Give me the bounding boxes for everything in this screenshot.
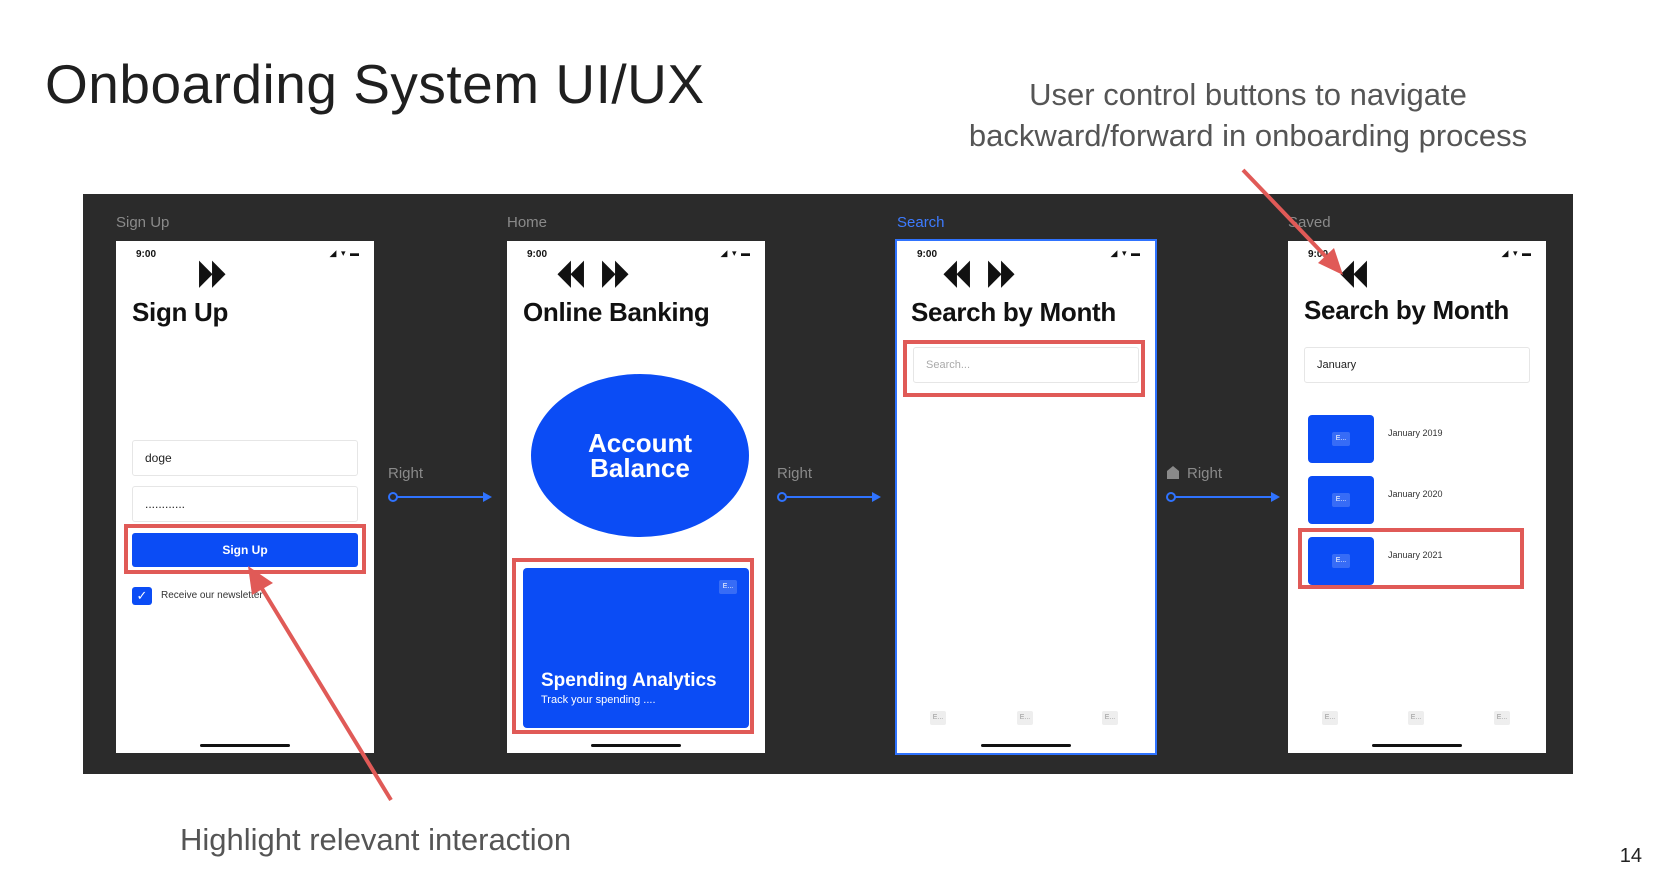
search-input[interactable]: Search...	[913, 347, 1139, 383]
tab-item[interactable]: E...	[1102, 711, 1118, 725]
result-thumbnail[interactable]: E...	[1308, 537, 1374, 585]
thumbnail-icon: E...	[1332, 554, 1350, 568]
card-icon: E...	[719, 580, 737, 594]
status-icons: ◢ ▾ ▬	[1110, 248, 1141, 258]
connector-line	[786, 496, 872, 498]
thumbnail-icon: E...	[1332, 432, 1350, 446]
card-title: Spending Analytics	[541, 670, 717, 691]
status-icons: ◢ ▾ ▬	[1501, 248, 1532, 258]
highlight-spending-card	[512, 558, 754, 734]
tab-item[interactable]: E...	[930, 711, 946, 725]
status-time: 9:00	[136, 249, 157, 260]
home-indicator	[1372, 744, 1462, 747]
screen-title: Search by Month	[1304, 295, 1509, 325]
account-balance-line2: Balance	[590, 452, 690, 483]
status-icons: ◢ ▾ ▬	[329, 248, 360, 258]
forward-icon[interactable]: ⏵⏵	[985, 256, 1015, 294]
card-subtitle: Track your spending ....	[541, 694, 656, 706]
screen-title: Online Banking	[523, 297, 710, 327]
month-field[interactable]: January	[1304, 347, 1530, 383]
connector-line	[1175, 496, 1271, 498]
forward-icon[interactable]: ⏵⏵	[196, 256, 226, 294]
highlight-result-row	[1298, 528, 1524, 589]
tab-item[interactable]: E...	[1408, 711, 1424, 725]
account-balance-card[interactable]: Account Balance	[531, 374, 749, 537]
result-thumbnail[interactable]: E...	[1308, 476, 1374, 524]
annotation-nav-buttons: User control buttons to navigate backwar…	[968, 77, 1528, 153]
tab-item[interactable]: E...	[1322, 711, 1338, 725]
frame-label-search[interactable]: Search	[897, 214, 945, 231]
status-time: 9:00	[917, 249, 938, 260]
page-number: 14	[1619, 845, 1642, 867]
back-icon[interactable]: ⏴⏴	[943, 256, 973, 294]
slide-title: Onboarding System UI/UX	[45, 53, 705, 115]
tab-item[interactable]: E...	[1494, 711, 1510, 725]
back-icon[interactable]: ⏴⏴	[557, 256, 587, 294]
account-balance-line1: Account	[588, 427, 692, 458]
home-icon	[1167, 466, 1179, 484]
spending-analytics-card[interactable]: E... Spending Analytics Track your spend…	[523, 568, 749, 728]
newsletter-checkbox[interactable]: ✓	[132, 587, 152, 605]
thumbnail-icon: E...	[1332, 493, 1350, 507]
home-indicator	[200, 744, 290, 747]
back-icon[interactable]: ⏴⏴	[1340, 256, 1370, 294]
phone-saved: 9:00 ◢ ▾ ▬ ⏴⏴ Search by Month January E.…	[1288, 241, 1546, 753]
connector-line	[397, 496, 483, 498]
highlight-search-input	[903, 340, 1145, 397]
status-time: 9:00	[1308, 249, 1329, 260]
tab-item[interactable]: E...	[1017, 711, 1033, 725]
status-icons: ◢ ▾ ▬	[720, 248, 751, 258]
connector-label: Right	[1187, 465, 1223, 482]
highlight-sign-up-button	[124, 524, 366, 574]
username-field[interactable]: doge	[132, 440, 358, 476]
home-indicator	[981, 744, 1071, 747]
phone-home: 9:00 ◢ ▾ ▬ ⏴⏴ ⏵⏵ Online Banking Account …	[507, 241, 765, 753]
password-field[interactable]: ............	[132, 486, 358, 522]
frame-label-sign-up[interactable]: Sign Up	[116, 214, 170, 231]
result-thumbnail[interactable]: E...	[1308, 415, 1374, 463]
screen-title: Sign Up	[132, 297, 229, 327]
newsletter-label: Receive our newsletter	[161, 590, 263, 601]
connector-label: Right	[388, 465, 424, 482]
result-label: January 2020	[1388, 489, 1443, 499]
connector-label: Right	[777, 465, 813, 482]
phone-search: 9:00 ◢ ▾ ▬ ⏴⏴ ⏵⏵ Search by Month Search.…	[895, 239, 1157, 755]
status-time: 9:00	[527, 249, 548, 260]
arrow-right-icon	[872, 492, 881, 502]
forward-icon[interactable]: ⏵⏵	[599, 256, 629, 294]
home-indicator	[591, 744, 681, 747]
annotation-highlight: Highlight relevant interaction	[180, 822, 572, 857]
frame-label-home[interactable]: Home	[507, 214, 548, 231]
result-label: January 2021	[1388, 550, 1443, 560]
screen-title: Search by Month	[911, 297, 1116, 327]
phone-sign-up: 9:00 ◢ ▾ ▬ ⏵⏵ Sign Up doge ............ …	[116, 241, 374, 753]
arrow-right-icon	[1271, 492, 1280, 502]
sign-up-button[interactable]: Sign Up	[132, 533, 358, 567]
result-label: January 2019	[1388, 428, 1443, 438]
arrow-right-icon	[483, 492, 492, 502]
